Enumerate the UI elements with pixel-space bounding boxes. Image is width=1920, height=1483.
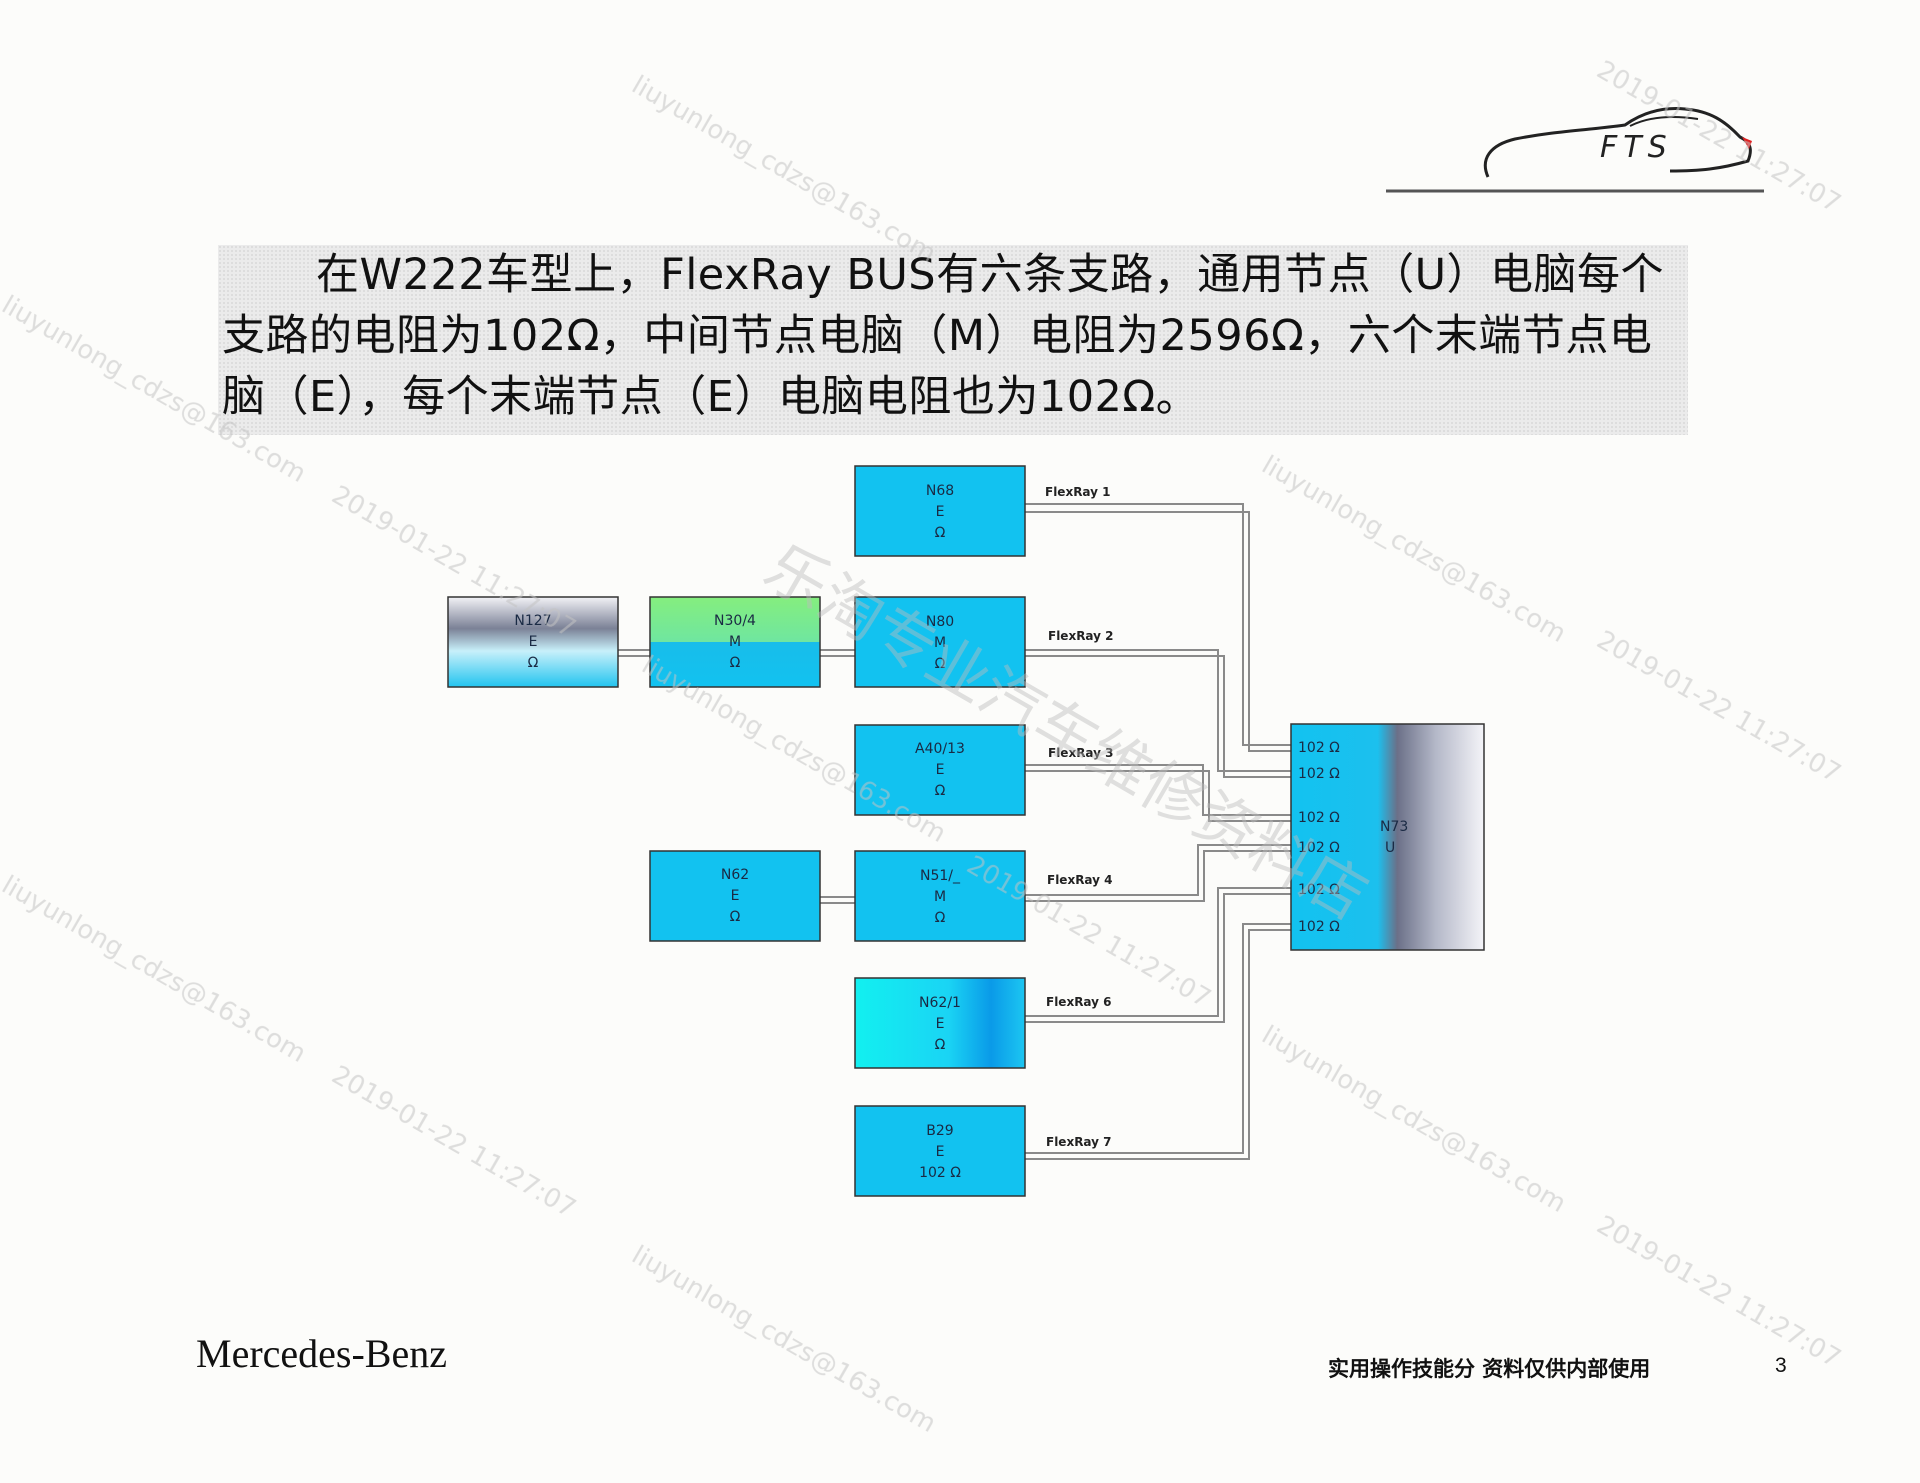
hub-port-6: 102 Ω xyxy=(1298,919,1340,935)
branch-label-7: FlexRay 7 xyxy=(1046,1135,1112,1149)
svg-text:A40/13: A40/13 xyxy=(915,741,965,757)
svg-text:Ω: Ω xyxy=(730,655,741,671)
svg-text:M: M xyxy=(729,634,741,650)
page-number: 3 xyxy=(1775,1354,1787,1377)
wire-flexray-2 xyxy=(1025,649,1291,772)
hub-name: N73 xyxy=(1380,819,1408,835)
wire-flexray-4 xyxy=(1025,844,1291,896)
node-b29: B29 E 102 Ω xyxy=(854,1105,1026,1197)
svg-text:N51/_: N51/_ xyxy=(920,868,961,884)
svg-text:Ω: Ω xyxy=(935,783,946,799)
svg-text:N80: N80 xyxy=(926,614,954,630)
node-n73-hub: 102 Ω 102 Ω 102 Ω 102 Ω 102 Ω 102 Ω N73 … xyxy=(1290,723,1485,951)
svg-text:N127: N127 xyxy=(514,613,551,629)
svg-text:N68: N68 xyxy=(926,483,954,499)
branch-label-4: FlexRay 4 xyxy=(1047,873,1113,887)
intro-paragraph: 在W222车型上，FlexRay BUS有六条支路，通用节点（U）电脑每个支路的… xyxy=(222,250,1665,422)
hub-port-4: 102 Ω xyxy=(1298,840,1340,856)
svg-text:Ω: Ω xyxy=(935,656,946,672)
node-n30-4: N30/4 M Ω xyxy=(649,596,821,688)
node-n62-1: N62/1 E Ω xyxy=(854,977,1026,1069)
svg-text:B29: B29 xyxy=(926,1123,953,1139)
node-n51: N51/_ M Ω xyxy=(854,850,1026,942)
hub-port-1: 102 Ω xyxy=(1298,740,1340,756)
svg-text:E: E xyxy=(936,762,945,778)
svg-text:E: E xyxy=(936,504,945,520)
svg-text:E: E xyxy=(731,888,740,904)
svg-text:Ω: Ω xyxy=(730,909,741,925)
branch-label-2: FlexRay 2 xyxy=(1048,629,1114,643)
node-a40-13: A40/13 E Ω xyxy=(854,724,1026,816)
svg-text:M: M xyxy=(934,889,946,905)
node-n80: N80 M Ω xyxy=(854,596,1026,688)
svg-text:Ω: Ω xyxy=(935,1037,946,1053)
branch-label-1: FlexRay 1 xyxy=(1045,485,1111,499)
fts-logo: FTS xyxy=(1386,107,1764,193)
car-outline-icon xyxy=(1483,107,1752,178)
svg-text:E: E xyxy=(936,1144,945,1160)
logo-text: FTS xyxy=(1600,130,1673,165)
footer-note: 实用操作技能分 资料仅供内部使用 xyxy=(1328,1357,1651,1381)
svg-text:Ω: Ω xyxy=(935,910,946,926)
wire-flexray-7 xyxy=(1025,923,1291,1154)
wire-flexray-6 xyxy=(1025,887,1291,1017)
hub-port-5: 102 Ω xyxy=(1298,882,1340,898)
hub-port-2: 102 Ω xyxy=(1298,766,1340,782)
wire-flexray-1 xyxy=(1025,503,1291,746)
intro-text-block: 在W222车型上，FlexRay BUS有六条支路，通用节点（U）电脑每个支路的… xyxy=(218,245,1688,435)
node-n68: N68 E Ω xyxy=(854,465,1026,557)
svg-text:M: M xyxy=(934,635,946,651)
svg-text:Ω: Ω xyxy=(528,655,539,671)
svg-text:E: E xyxy=(529,634,538,650)
wires xyxy=(618,503,1291,1160)
wire-flexray-3 xyxy=(1025,764,1291,816)
node-n62: N62 E Ω xyxy=(649,850,821,942)
mercedes-benz-brand: Mercedes-Benz xyxy=(196,1331,447,1376)
hub-port-3: 102 Ω xyxy=(1298,810,1340,826)
svg-text:Ω: Ω xyxy=(935,525,946,541)
branch-label-3: FlexRay 3 xyxy=(1048,746,1114,760)
node-n127: N127 E Ω xyxy=(447,596,619,688)
branch-label-6: FlexRay 6 xyxy=(1046,995,1112,1009)
hub-type: U xyxy=(1385,840,1395,856)
svg-text:N62: N62 xyxy=(721,867,749,883)
svg-text:102 Ω: 102 Ω xyxy=(919,1165,961,1181)
svg-text:N62/1: N62/1 xyxy=(919,995,961,1011)
svg-text:N30/4: N30/4 xyxy=(714,613,756,629)
svg-text:E: E xyxy=(936,1016,945,1032)
